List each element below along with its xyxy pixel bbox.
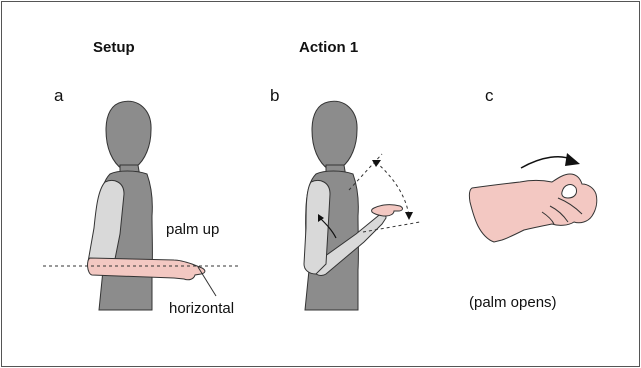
range-upper-line <box>349 154 382 190</box>
figure-b-upper-arm <box>304 181 330 275</box>
figure-b-head <box>312 101 357 171</box>
range-arc-head-bottom <box>405 212 413 220</box>
palm-opens-caption: (palm opens) <box>469 294 557 311</box>
hand-c <box>469 174 596 242</box>
horizontal-label: horizontal <box>169 300 234 317</box>
rotation-arrow-head <box>565 153 580 166</box>
range-arc-head-top <box>372 160 381 167</box>
figure-a-head <box>106 101 151 171</box>
rotation-arrow <box>521 157 572 168</box>
figure-b-hand <box>372 205 403 216</box>
figure-b <box>304 101 420 310</box>
figure-a <box>43 101 238 310</box>
horizontal-leader <box>198 267 216 296</box>
palm-up-label: palm up <box>166 221 219 238</box>
figure-c <box>469 153 596 242</box>
